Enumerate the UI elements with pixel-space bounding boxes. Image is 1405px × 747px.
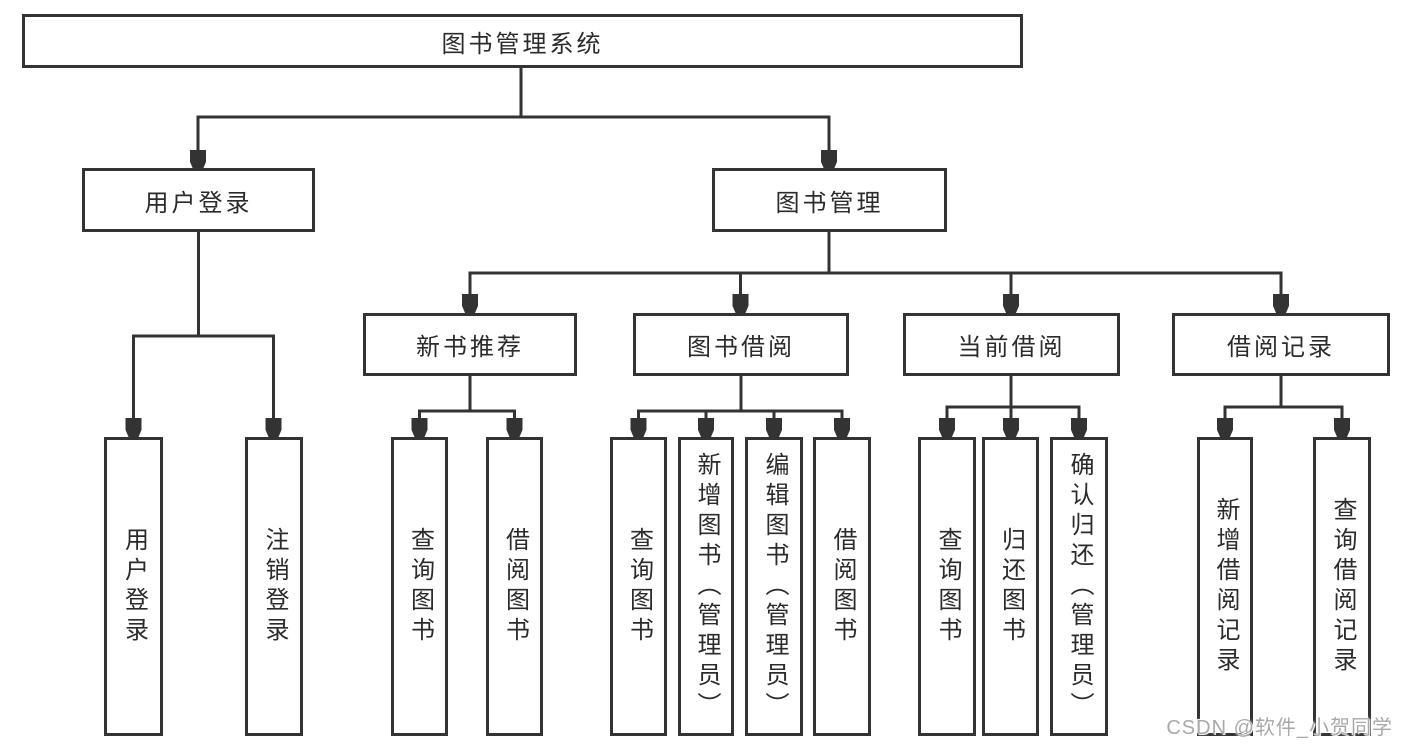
leaf-query-borrow-record: 查询借阅记录 [1313, 437, 1371, 736]
leaf-borrow-books-2: 借阅图书 [813, 437, 871, 736]
node-borrow-records: 借阅记录 [1172, 313, 1390, 376]
leaf-query-books-3: 查询图书 [918, 437, 976, 736]
leaf-query-books-1: 查询图书 [391, 437, 448, 736]
node-book-management: 图书管理 [712, 168, 947, 232]
leaf-logout: 注销登录 [245, 437, 303, 736]
leaf-confirm-return-admin: 确认归还（管理员） [1050, 437, 1108, 736]
node-current-borrow: 当前借阅 [903, 313, 1120, 376]
leaf-edit-book-admin: 编辑图书（管理员） [745, 437, 803, 736]
leaf-add-book-admin: 新增图书（管理员） [678, 437, 734, 736]
node-root: 图书管理系统 [22, 14, 1023, 68]
node-user-login: 用户登录 [82, 168, 315, 232]
node-new-book-recommend: 新书推荐 [363, 313, 577, 376]
leaf-user-login: 用户登录 [104, 437, 163, 736]
node-book-borrow: 图书借阅 [633, 313, 849, 376]
leaf-return-books: 归还图书 [982, 437, 1039, 736]
leaf-add-borrow-record: 新增借阅记录 [1197, 437, 1253, 736]
watermark-text: CSDN @软件_小贺同学 [1166, 717, 1393, 739]
leaf-borrow-books-1: 借阅图书 [486, 437, 543, 736]
leaf-query-books-2: 查询图书 [610, 437, 667, 736]
